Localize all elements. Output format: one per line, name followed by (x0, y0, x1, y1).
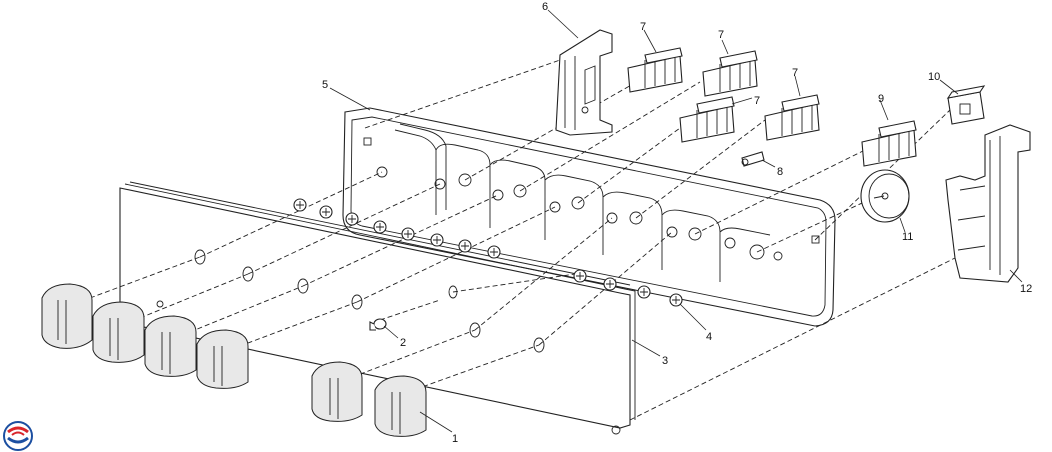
knob-2 (92, 301, 145, 363)
callout-8: 8 (777, 166, 783, 178)
knob-5 (311, 361, 363, 422)
knob-1 (41, 283, 93, 349)
brand-logo (3, 421, 33, 451)
callout-labels: 1 2 3 4 5 6 7 7 7 7 8 9 10 11 12 (322, 1, 1032, 445)
callout-11: 11 (902, 231, 913, 243)
indicator-lamp (369, 318, 387, 331)
side-bracket (945, 124, 1031, 283)
control-panel-bracket (342, 107, 836, 327)
switch-block (946, 85, 986, 125)
knob-3 (144, 315, 197, 377)
pin-part (741, 151, 765, 167)
leader-lines (329, 9, 1023, 433)
screws (293, 198, 683, 307)
callout-7d: 7 (792, 67, 798, 79)
callout-4: 4 (706, 331, 712, 343)
callout-1: 1 (452, 433, 458, 445)
rotary-switch-1 (627, 47, 683, 93)
timer-dial (860, 169, 910, 223)
alignment-lines (89, 59, 956, 421)
knob-6 (374, 375, 427, 437)
callout-5: 5 (322, 79, 328, 91)
callout-9: 9 (878, 93, 884, 105)
callout-7a: 7 (640, 21, 646, 33)
rotary-switch-5 (861, 120, 917, 167)
switch-bracket (555, 29, 613, 136)
callout-2: 2 (400, 337, 406, 349)
callout-3: 3 (662, 355, 668, 367)
callout-12: 12 (1020, 283, 1032, 295)
callout-7b: 7 (718, 29, 724, 41)
rotary-switch-4 (764, 94, 820, 141)
callout-6: 6 (542, 1, 548, 13)
rotary-switch-3 (679, 96, 735, 143)
callout-10: 10 (928, 71, 940, 83)
rotary-switch-2 (702, 50, 758, 97)
callout-7c: 7 (754, 95, 760, 107)
control-knobs (41, 283, 427, 437)
rotary-switches (627, 47, 917, 167)
knob-4 (196, 329, 249, 389)
